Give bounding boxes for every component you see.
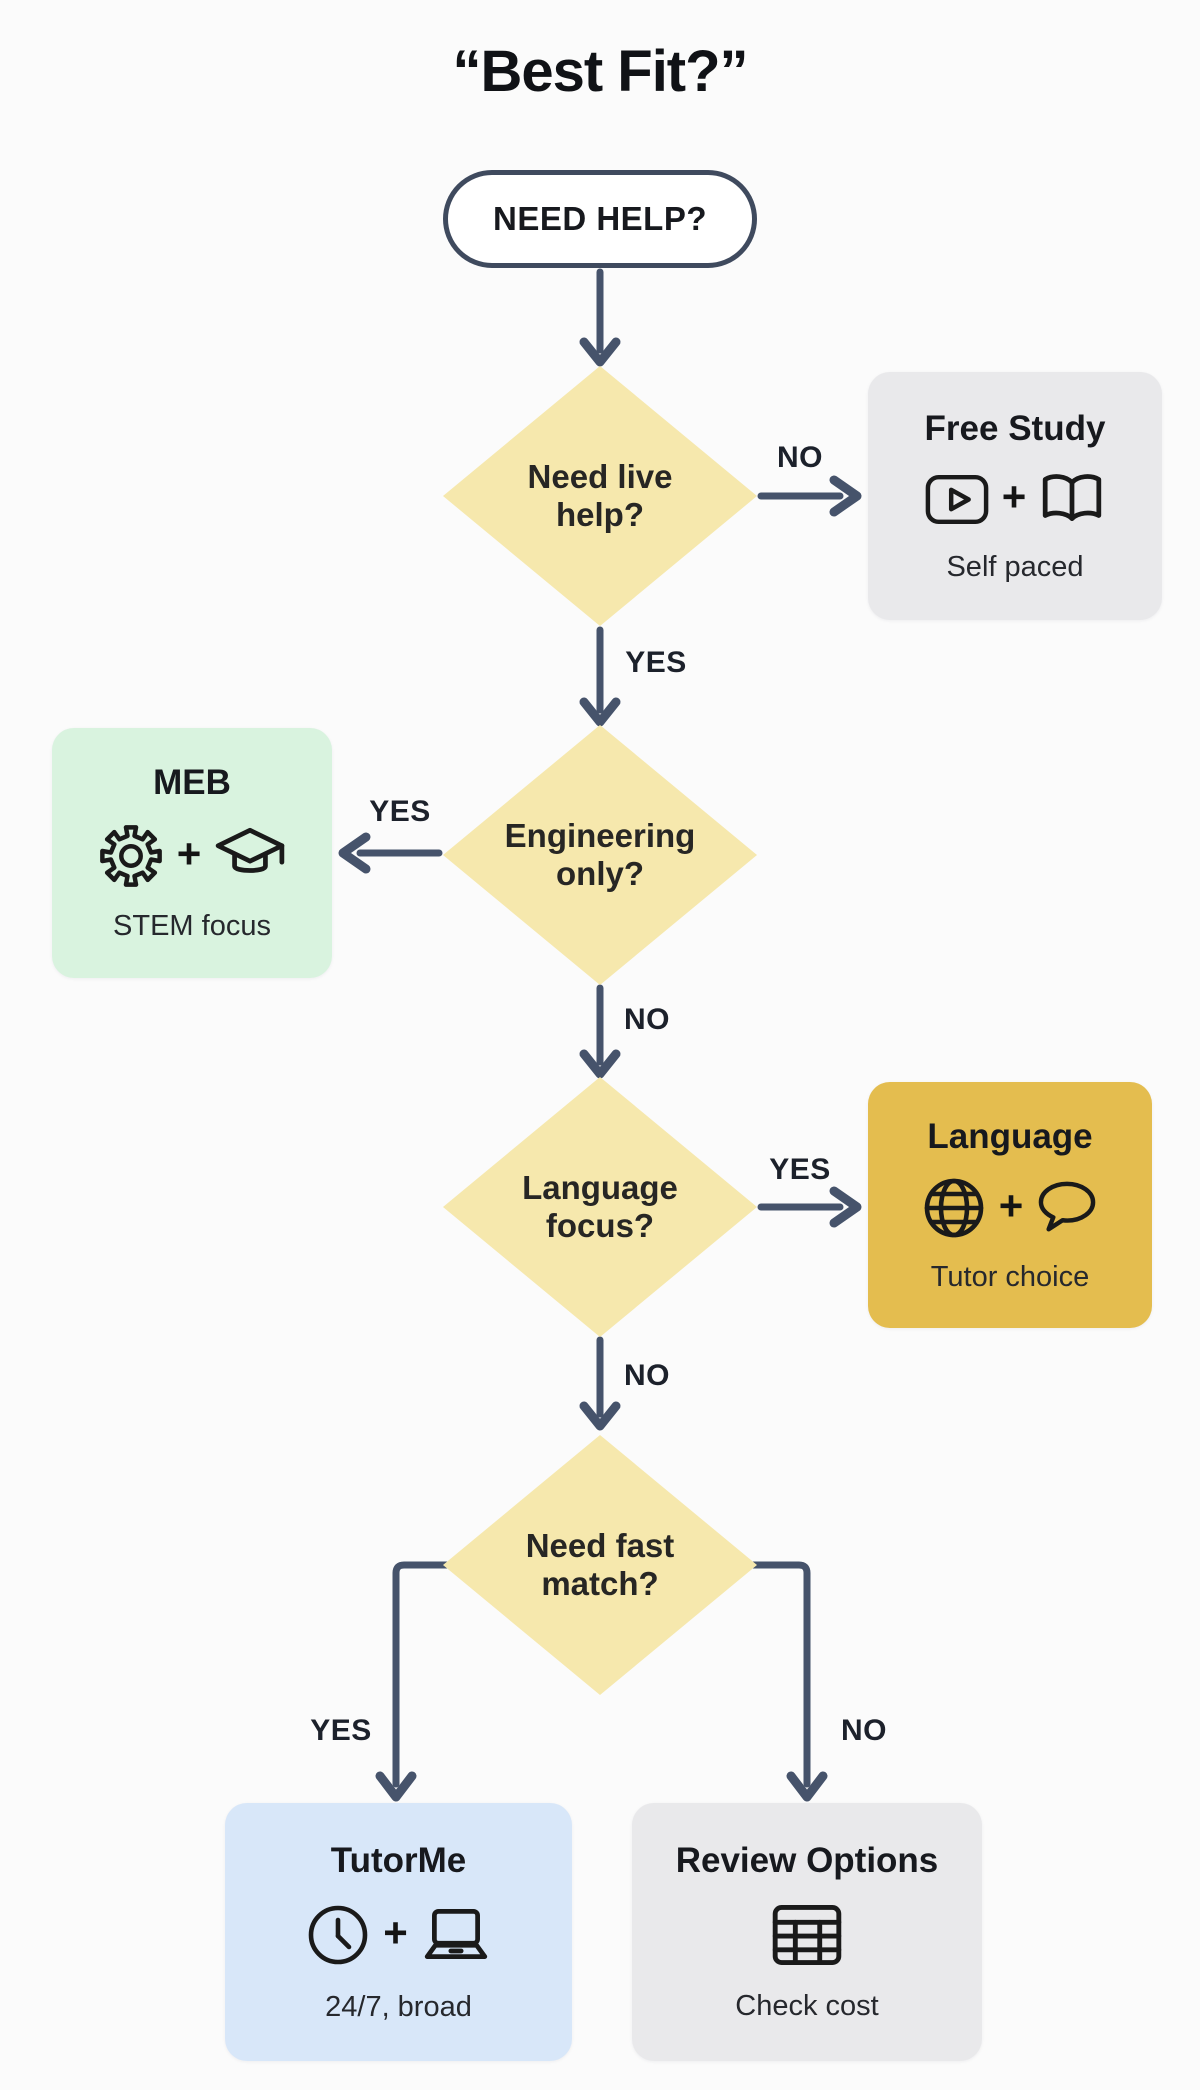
plus-sign: + — [383, 1909, 408, 1956]
outcome-subtitle: Self paced — [946, 550, 1084, 583]
edge-label-livehelp-no: NO — [777, 441, 823, 474]
plus-sign: + — [1001, 473, 1027, 520]
decision-question: Need fast match? — [526, 1527, 675, 1604]
arrowhead-fastmatch-no — [786, 1771, 828, 1802]
plus-sign: + — [998, 1182, 1024, 1229]
question-line1: Language — [522, 1168, 678, 1206]
outcome-icons — [772, 1904, 842, 1966]
decision-question: Language focus? — [522, 1169, 678, 1246]
outcome-icons: + — [306, 1903, 491, 1967]
outcome-subtitle: STEM focus — [113, 910, 271, 942]
edge-label-language-no: NO — [624, 1359, 670, 1392]
arrowhead-language-yes — [829, 1186, 862, 1228]
table-icon — [772, 1904, 842, 1966]
outcome-subtitle: Tutor choice — [930, 1260, 1090, 1293]
edge-label-fastmatch-yes: YES — [310, 1714, 372, 1747]
outcome-icons: + — [98, 823, 287, 889]
outcome-review-options: Review Options Check cost — [632, 1803, 982, 2061]
gear-icon — [99, 825, 162, 887]
edge-label-language-yes: YES — [769, 1153, 831, 1186]
decision-question: Engineering only? — [505, 817, 696, 894]
question-line1: Engineering — [504, 816, 696, 854]
outcome-title: Review Options — [675, 1841, 939, 1880]
question-line2: only? — [556, 855, 644, 892]
arrowhead-livehelp-no — [829, 475, 862, 517]
outcome-title: MEB — [153, 763, 231, 802]
globe-icon — [924, 1178, 984, 1238]
arrowhead-fastmatch-yes — [375, 1771, 417, 1802]
question-line2: help? — [555, 496, 644, 533]
open-book-icon — [1043, 474, 1102, 521]
arrowhead-engineering-yes — [338, 832, 371, 874]
edge-label-fastmatch-no: NO — [841, 1714, 887, 1747]
laptop-icon — [424, 1908, 487, 1959]
arrow-fastmatch-no — [749, 1561, 811, 1788]
page-title: “Best Fit?” — [452, 39, 748, 104]
outcome-title: Language — [927, 1116, 1093, 1156]
speech-bubble-icon — [1038, 1181, 1096, 1232]
question-line2: focus? — [545, 1207, 655, 1244]
edge-label-engineering-yes: YES — [369, 795, 431, 828]
graduation-cap-icon — [216, 827, 285, 873]
outcome-tutorme: TutorMe + 24/7, broad — [225, 1803, 572, 2061]
arrowhead-livehelp-yes — [579, 697, 621, 727]
clock-icon — [308, 1905, 368, 1965]
arrow-fastmatch-yes — [392, 1561, 451, 1788]
question-line1: Need live — [527, 457, 673, 495]
decision-question: Need live help? — [528, 458, 673, 535]
question-line2: match? — [541, 1565, 659, 1602]
outcome-title: Free Study — [924, 408, 1106, 448]
outcome-free-study: Free Study + Self paced — [868, 372, 1162, 620]
video-icon — [925, 474, 989, 524]
edge-label-engineering-no: NO — [624, 1003, 670, 1036]
question-line1: Need fast — [525, 1526, 675, 1564]
outcome-subtitle: 24/7, broad — [325, 1990, 472, 2023]
edge-label-livehelp-yes: YES — [625, 646, 687, 679]
plus-sign: + — [176, 830, 202, 877]
outcome-title: TutorMe — [330, 1840, 467, 1880]
arrowhead-language-no — [579, 1401, 621, 1431]
arrowhead-engineering-no — [579, 1049, 621, 1079]
outcome-icons: + — [925, 470, 1106, 528]
outcome-meb: MEB + STEM focus — [52, 728, 332, 978]
arrowhead-start-to-livehelp — [579, 337, 621, 367]
outcome-language: Language + Tutor choice — [868, 1082, 1152, 1328]
start-node: NEED HELP? — [443, 170, 757, 268]
outcome-icons: + — [922, 1176, 1099, 1240]
outcome-subtitle: Check cost — [735, 1990, 879, 2022]
start-node-label: NEED HELP? — [492, 200, 708, 237]
